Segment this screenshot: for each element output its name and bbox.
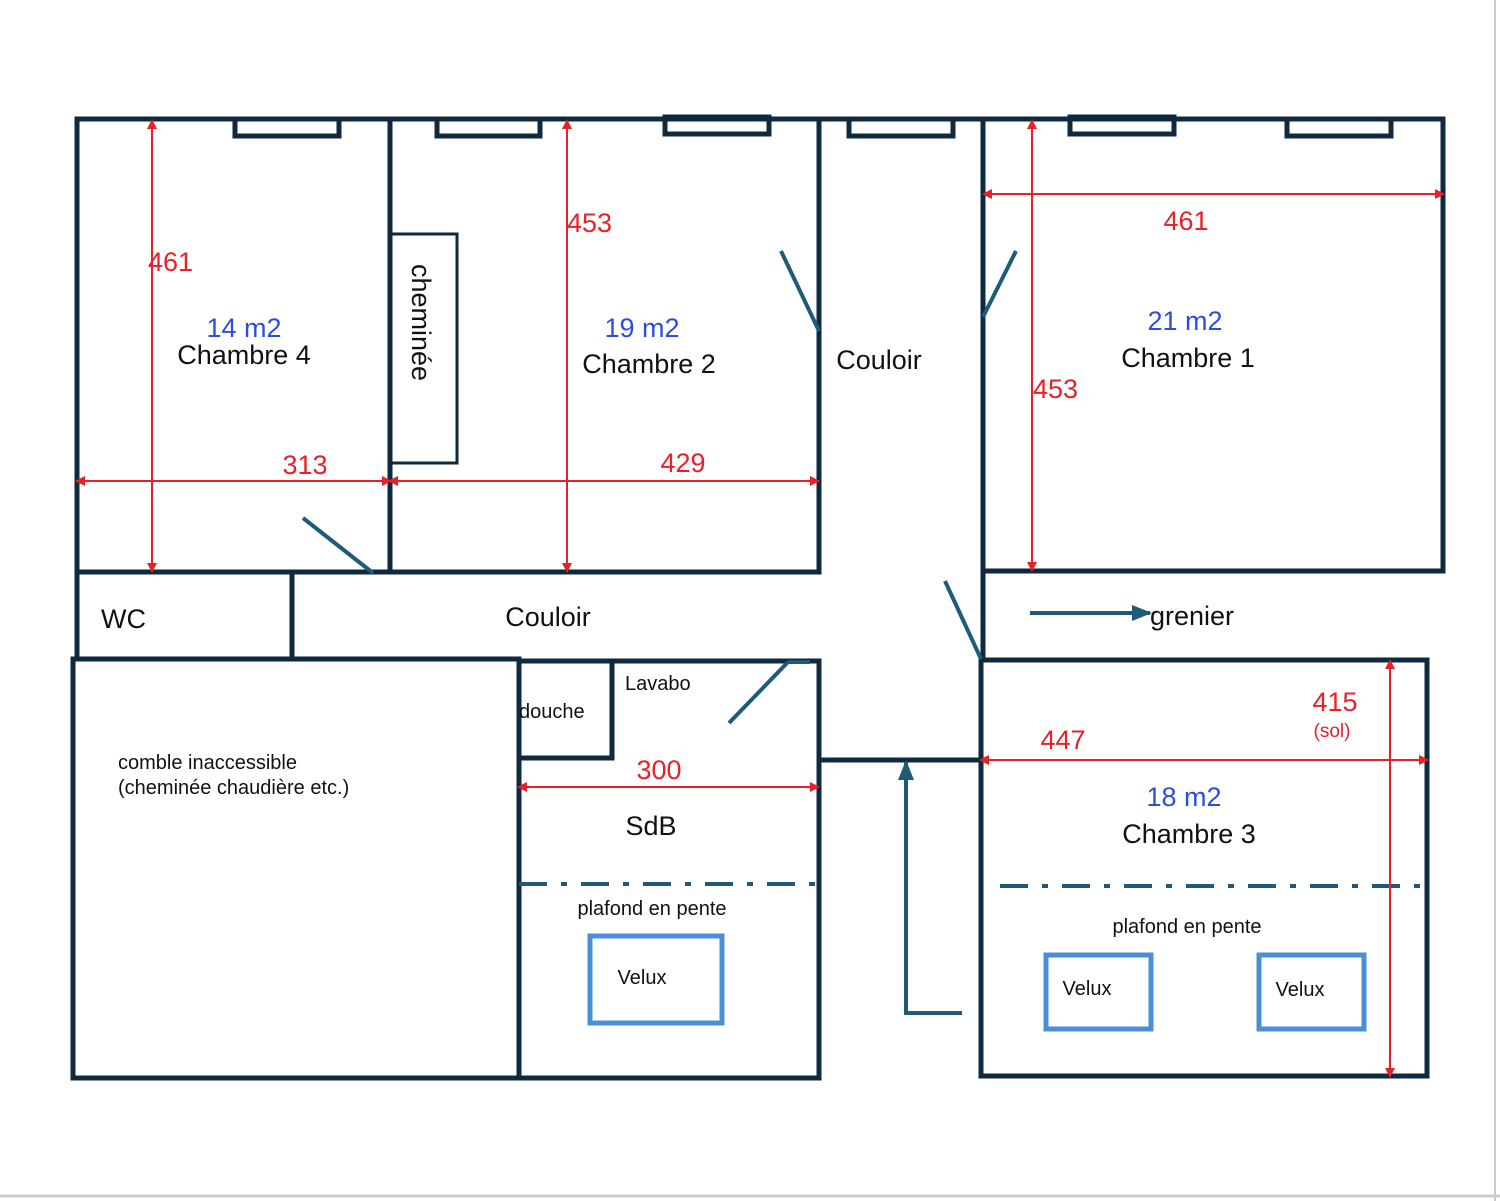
window-chambre2-right <box>662 114 772 137</box>
sdb-walls <box>519 658 822 1081</box>
chambre3-height-note: (sol) <box>1314 721 1351 742</box>
chambre1-width-label: 461 <box>1163 206 1208 236</box>
chambre1-area: 21 m2 <box>1147 306 1222 336</box>
comble-walls <box>70 656 522 1081</box>
doors <box>301 250 1018 725</box>
chambre2-height-label: 453 <box>567 208 612 238</box>
comble-label-line2: (cheminée chaudière etc.) <box>118 777 349 799</box>
door-chambre2 <box>779 250 821 332</box>
velux-sdb <box>587 933 725 1026</box>
comble-label-line1: comble inaccessible <box>118 752 297 774</box>
sdb-width-label: 300 <box>636 755 681 785</box>
window-chambre4 <box>232 116 342 139</box>
window-chambre1-left <box>1067 114 1177 137</box>
sdb-name: SdB <box>625 811 676 841</box>
couloir-top-label: Couloir <box>836 345 922 375</box>
chambre2-name: Chambre 2 <box>582 349 716 379</box>
stairs-arrow <box>898 760 962 1015</box>
chambre3-height-label: 415 <box>1312 687 1357 717</box>
wc-label: WC <box>101 604 146 634</box>
douche-label: douche <box>519 701 585 723</box>
chambre2-area: 19 m2 <box>604 313 679 343</box>
douche-walls <box>519 658 615 761</box>
door-sdb <box>727 660 790 725</box>
couloir-main-label: Couloir <box>505 602 591 632</box>
chambre3-velux-left-label: Velux <box>1063 978 1112 1000</box>
chambre3-name: Chambre 3 <box>1122 819 1256 849</box>
cheminee-box <box>389 232 459 465</box>
velux-chambre3-right <box>1256 952 1367 1032</box>
lavabo-label: Lavabo <box>625 673 691 695</box>
chambre1-height-label: 453 <box>1033 374 1078 404</box>
chambre2-walls <box>387 116 822 575</box>
chambre3-walls <box>978 657 1430 1079</box>
door-chambre4 <box>301 516 375 575</box>
dimensions <box>75 119 1445 1078</box>
door-chambre1 <box>981 250 1018 318</box>
velux-chambre3-left <box>1043 952 1154 1032</box>
sdb-ceiling-label: plafond en pente <box>577 898 726 920</box>
chambre1-name: Chambre 1 <box>1121 343 1255 373</box>
chambre3-width-label: 447 <box>1040 725 1085 755</box>
window-couloir <box>846 116 956 139</box>
grenier-label: grenier <box>1150 601 1234 631</box>
windows <box>232 114 1394 139</box>
door-couloir-right <box>943 580 983 660</box>
window-chambre1-right <box>1284 116 1394 139</box>
chambre3-ceiling-label: plafond en pente <box>1112 916 1261 938</box>
sdb-velux-label: Velux <box>618 967 667 989</box>
cheminee-label: cheminée <box>406 264 436 381</box>
chambre1-walls <box>980 116 1446 574</box>
walls <box>70 116 1446 1081</box>
chambre4-area: 14 m2 <box>206 313 281 343</box>
chambre3-velux-right-label: Velux <box>1276 979 1325 1001</box>
window-chambre2-left <box>434 116 543 139</box>
chambre4-name: Chambre 4 <box>177 340 311 370</box>
chambre2-width-label: 429 <box>660 448 705 478</box>
chambre3-area: 18 m2 <box>1146 782 1221 812</box>
chambre4-height-label: 461 <box>148 247 193 277</box>
chambre4-width-label: 313 <box>282 450 327 480</box>
